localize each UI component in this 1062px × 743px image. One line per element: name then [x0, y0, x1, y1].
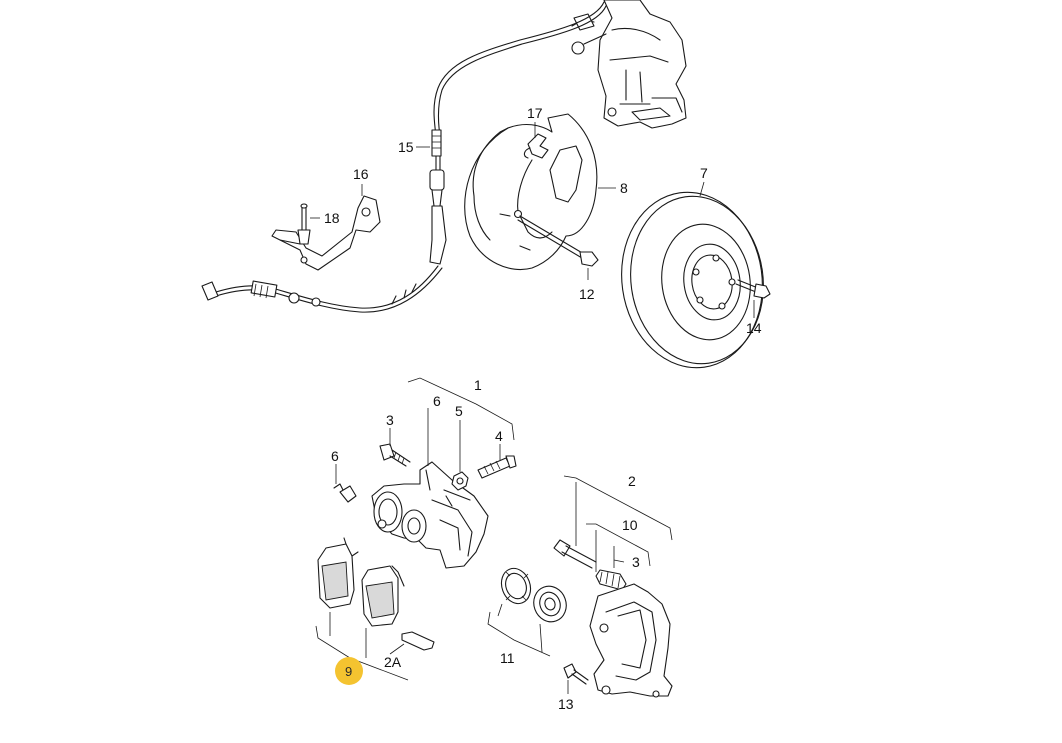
guide-pin-kit-10 — [553, 539, 627, 591]
callout-9-highlight[interactable]: 9 — [335, 657, 363, 685]
callout-5: 5 — [455, 403, 463, 419]
callout-15: 15 — [398, 139, 414, 155]
spring-6 — [333, 483, 357, 503]
callout-8: 8 — [620, 180, 628, 196]
caliper-carrier — [589, 583, 673, 698]
callout-9: 9 — [345, 664, 352, 679]
sensor-cable — [201, 265, 443, 313]
caliper-housing — [371, 461, 489, 569]
dust-shield — [464, 113, 598, 271]
callout-2: 2 — [628, 473, 636, 489]
callout-18: 18 — [324, 210, 340, 226]
highlight-badge — [335, 657, 363, 685]
callout-14: 14 — [746, 320, 762, 336]
bracket-16 — [271, 195, 381, 271]
nut-5 — [451, 471, 469, 491]
brake-hose — [429, 1, 607, 265]
clip-17 — [523, 133, 549, 159]
bleed-screw-4 — [477, 455, 517, 479]
callout-12: 12 — [579, 286, 595, 302]
upper-caliper — [571, 0, 687, 129]
callout-16: 16 — [353, 166, 369, 182]
leader-lines — [310, 122, 755, 694]
callout-labels: 15 16 18 17 8 12 7 14 1 6 5 3 4 6 2 10 3… — [324, 105, 762, 712]
bolt-13 — [563, 663, 589, 685]
callout-2a: 2A — [384, 654, 402, 670]
guide-bolt-3-upper — [379, 443, 411, 467]
callout-1: 1 — [474, 377, 482, 393]
callout-4: 4 — [495, 428, 503, 444]
callout-3-upper: 3 — [386, 412, 394, 428]
bolt-12 — [517, 215, 599, 267]
callout-17: 17 — [527, 105, 543, 121]
brake-disc — [621, 191, 764, 369]
callout-13: 13 — [558, 696, 574, 712]
callout-11: 11 — [500, 650, 515, 666]
seal-kit-11 — [500, 567, 567, 623]
rivet-18 — [297, 203, 311, 245]
callout-6-lower: 6 — [331, 448, 339, 464]
shim-2a — [401, 631, 435, 651]
brake-pad-set — [317, 537, 405, 627]
callout-6-upper: 6 — [433, 393, 441, 409]
callout-7: 7 — [700, 165, 708, 181]
bolt-14 — [735, 279, 771, 299]
callout-10: 10 — [622, 517, 638, 533]
callout-3-lower: 3 — [632, 554, 640, 570]
